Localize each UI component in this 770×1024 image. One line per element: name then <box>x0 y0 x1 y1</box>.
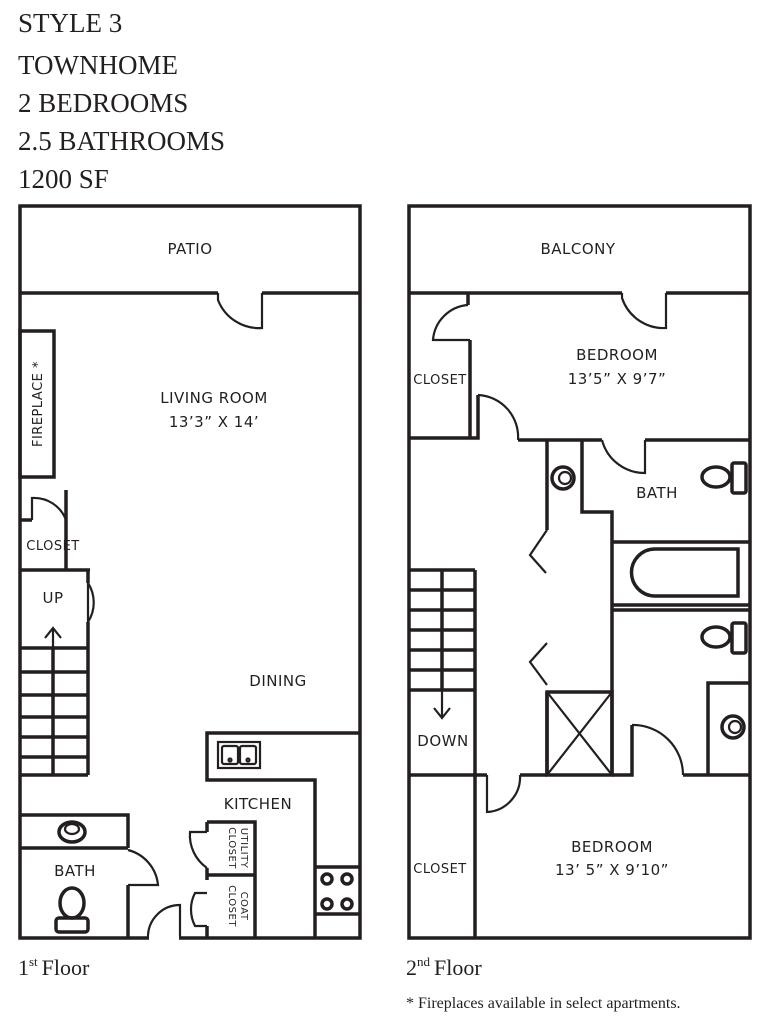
hall-walls <box>545 440 614 775</box>
up-arrow-icon <box>44 626 62 690</box>
hall-closet-door-1 <box>528 529 548 574</box>
first-floor-outline <box>18 204 362 940</box>
plan-type: TOWNHOME <box>18 50 178 80</box>
bedroom-2-door <box>485 774 522 814</box>
fireplace-label: FIREPLACE * <box>31 361 46 447</box>
utility-label: UTILITYCLOSET <box>226 827 249 869</box>
entry-door <box>146 903 182 939</box>
room-bedroom-1: BEDROOM <box>576 346 658 364</box>
room-closet-1: CLOSET <box>413 373 467 388</box>
room-patio: PATIO <box>167 240 212 258</box>
plan-style: STYLE 3 <box>18 8 123 38</box>
room-living: LIVING ROOM <box>160 389 268 407</box>
coat-label: COATCLOSET <box>226 885 249 927</box>
bathroom-count: 2.5 BATHROOMS <box>18 126 226 156</box>
toilet-2 <box>700 625 732 649</box>
closet-2-walls <box>409 773 487 938</box>
bath-toilet <box>58 886 86 920</box>
room-closet-2: CLOSET <box>413 862 467 877</box>
first-floor-plan: PATIO LIVING ROOM 13’3” X 14’ FIREPLACE … <box>18 204 362 980</box>
bedroom-1-door <box>477 393 520 441</box>
tub-walls <box>612 540 750 612</box>
closet-1-walls <box>409 293 480 440</box>
square-footage: 1200 SF <box>18 164 109 194</box>
patio-door <box>216 293 264 330</box>
bedroom-count: 2 BEDROOMS <box>18 88 189 118</box>
fireplace <box>18 329 56 479</box>
room-bath: BATH <box>54 862 96 880</box>
closet-door <box>30 496 68 521</box>
stove <box>315 865 360 916</box>
bedroom-2-wall <box>520 692 750 777</box>
bath-sink <box>57 820 87 844</box>
stairs-up-label: UP <box>42 589 63 607</box>
closet-walls <box>20 490 90 572</box>
stairs <box>409 568 477 775</box>
second-floor-plan: BALCONY BEDROOM 13’5” X 9’7” CLOSET BATH… <box>406 204 752 1012</box>
room-balcony: BALCONY <box>540 240 615 258</box>
kitchen-counter <box>205 731 360 938</box>
sink-1 <box>550 465 576 491</box>
room-living-dimensions: 13’3” X 14’ <box>169 413 259 431</box>
kitchen-sink <box>216 740 262 770</box>
bath-door <box>600 439 647 475</box>
room-bedroom-2: BEDROOM <box>571 838 653 856</box>
room-kitchen: KITCHEN <box>224 795 293 813</box>
bathtub <box>629 547 740 598</box>
room-closet: CLOSET <box>26 539 80 554</box>
vanity <box>706 681 750 775</box>
second-floor-outline <box>407 204 752 940</box>
footnote: * Fireplaces available in select apartme… <box>406 995 681 1012</box>
room-dining: DINING <box>249 672 306 690</box>
toilet-1 <box>700 465 732 489</box>
closet-1-door <box>431 303 470 342</box>
sink-2 <box>720 714 746 740</box>
hall-closet-door-2 <box>528 642 548 686</box>
stairs <box>20 626 88 777</box>
bath-walls <box>20 813 130 938</box>
balcony-door <box>620 293 668 330</box>
down-arrow-icon <box>433 690 451 720</box>
stair-door <box>86 579 95 626</box>
bedroom-2-bath-door <box>631 723 685 776</box>
utility-closet-door <box>188 830 208 869</box>
coat-closet-door <box>189 891 207 928</box>
room-bath: BATH <box>636 484 678 502</box>
room-bedroom-1-dimensions: 13’5” X 9’7” <box>568 370 667 388</box>
utility-coat-closets <box>205 820 257 938</box>
room-bedroom-2-dimensions: 13’ 5” X 9’10” <box>555 861 669 879</box>
bath-door <box>127 848 160 887</box>
stairs-down-label: DOWN <box>417 732 468 750</box>
